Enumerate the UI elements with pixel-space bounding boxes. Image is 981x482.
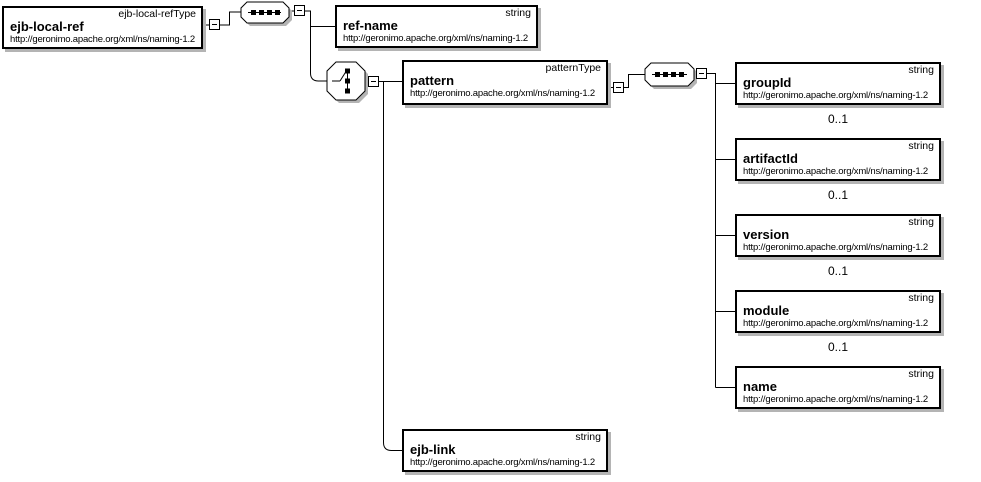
minus-icon (212, 24, 217, 25)
element-namespace: http://geronimo.apache.org/xml/ns/naming… (410, 457, 595, 468)
element-name: ejb-link (410, 442, 456, 457)
type-label: string (908, 64, 934, 76)
element-namespace: http://geronimo.apache.org/xml/ns/naming… (410, 88, 595, 99)
cardinality-label: 0..1 (827, 188, 848, 202)
type-label: ejb-local-refType (118, 8, 196, 20)
cardinality-label: 0..1 (827, 340, 848, 354)
choice-icon[interactable] (326, 61, 368, 103)
element-name: module (743, 303, 790, 318)
element-name: name (743, 379, 777, 394)
cardinality-label: 0..1 (827, 112, 848, 126)
cardinality-label: 0..1 (827, 264, 848, 278)
collapse-toggle-sequence[interactable] (294, 5, 305, 16)
collapse-toggle-pattern[interactable] (613, 82, 624, 93)
element-box-module[interactable]: string module http://geronimo.apache.org… (735, 290, 941, 333)
collapse-toggle-ejb-local-ref[interactable] (209, 19, 220, 30)
element-box-pattern[interactable]: patternType pattern http://geronimo.apac… (402, 60, 608, 105)
element-namespace: http://geronimo.apache.org/xml/ns/naming… (343, 33, 528, 44)
minus-icon (297, 10, 302, 11)
element-box-groupId[interactable]: string groupId http://geronimo.apache.or… (735, 62, 941, 105)
element-namespace: http://geronimo.apache.org/xml/ns/naming… (743, 166, 928, 177)
element-name: pattern (410, 73, 455, 88)
element-box-name[interactable]: string name http://geronimo.apache.org/x… (735, 366, 941, 409)
element-name: groupId (743, 75, 792, 90)
type-label: string (908, 140, 934, 152)
element-box-ejb-local-ref[interactable]: ejb-local-refType ejb-local-ref http://g… (2, 6, 203, 49)
element-box-ref-name[interactable]: string ref-name http://geronimo.apache.o… (335, 5, 538, 48)
element-namespace: http://geronimo.apache.org/xml/ns/naming… (743, 318, 928, 329)
element-name: ref-name (343, 18, 398, 33)
sequence-icon[interactable] (240, 1, 292, 26)
collapse-toggle-choice[interactable] (368, 76, 379, 87)
element-name: ejb-local-ref (10, 19, 84, 34)
element-name: version (743, 227, 790, 242)
minus-icon (616, 87, 621, 88)
minus-icon (699, 73, 704, 74)
element-namespace: http://geronimo.apache.org/xml/ns/naming… (743, 394, 928, 405)
type-label: patternType (545, 62, 601, 74)
type-label: string (575, 431, 601, 443)
element-name: artifactId (743, 151, 798, 166)
element-namespace: http://geronimo.apache.org/xml/ns/naming… (743, 242, 928, 253)
type-label: string (908, 292, 934, 304)
type-label: string (908, 368, 934, 380)
element-box-artifactId[interactable]: string artifactId http://geronimo.apache… (735, 138, 941, 181)
element-box-version[interactable]: string version http://geronimo.apache.or… (735, 214, 941, 257)
collapse-toggle-pattern-sequence[interactable] (696, 68, 707, 79)
sequence-icon[interactable] (644, 62, 697, 89)
type-label: string (505, 7, 531, 19)
type-label: string (908, 216, 934, 228)
element-box-ejb-link[interactable]: string ejb-link http://geronimo.apache.o… (402, 429, 608, 472)
minus-icon (371, 81, 376, 82)
element-namespace: http://geronimo.apache.org/xml/ns/naming… (743, 90, 928, 101)
element-namespace: http://geronimo.apache.org/xml/ns/naming… (10, 34, 195, 45)
